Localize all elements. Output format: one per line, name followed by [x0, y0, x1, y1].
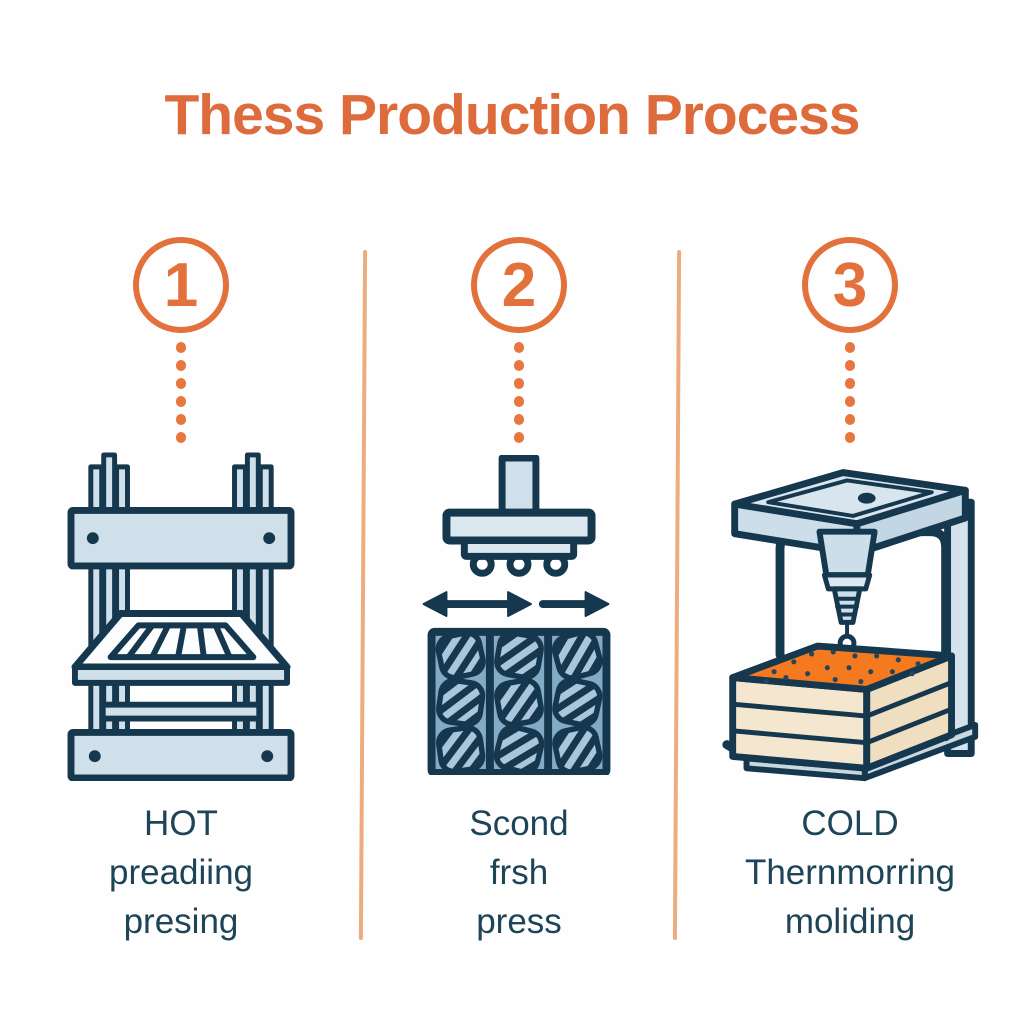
step-1: 1 — [0, 237, 362, 946]
cold-thermoforming-machine-icon — [722, 468, 979, 781]
step-2-number: 2 — [501, 250, 537, 320]
step-3: 3 — [676, 237, 1024, 946]
step-2-label: Scond frsh press — [469, 799, 568, 946]
step-3-icon-area — [716, 445, 984, 785]
mold-tray-press-icon — [419, 455, 619, 775]
step-1-label-line-3: presing — [123, 902, 239, 941]
step-1-label-line-2: preadiing — [109, 853, 253, 892]
step-1-label: HOT preadiing presing — [109, 799, 253, 946]
step-1-label-line-1: HOT — [144, 804, 218, 843]
page-title: Thess Production Process — [164, 83, 860, 147]
step-1-icon-area — [66, 445, 296, 785]
step-1-connector — [176, 342, 186, 443]
step-2-icon-area — [419, 445, 619, 785]
step-3-label-line-2: Thernmorring — [744, 853, 956, 892]
process-steps: 1 — [0, 237, 1024, 946]
step-1-number-badge: 1 — [133, 237, 229, 333]
step-3-label-line-3: moliding — [784, 902, 916, 941]
step-3-number: 3 — [832, 250, 868, 320]
step-1-number: 1 — [163, 250, 199, 320]
step-2: 2 — [362, 237, 676, 946]
step-2-number-badge: 2 — [471, 237, 567, 333]
step-2-label-line-2: frsh — [489, 853, 549, 892]
step-3-number-badge: 3 — [802, 237, 898, 333]
step-3-label-line-1: COLD — [801, 804, 899, 843]
step-2-connector — [514, 342, 524, 443]
hot-press-machine-icon — [67, 452, 295, 781]
step-3-label: COLD Thernmorring moliding — [745, 799, 955, 946]
step-3-connector — [845, 342, 855, 443]
step-2-label-line-1: Scond — [469, 804, 569, 843]
step-2-label-line-3: press — [476, 902, 562, 941]
